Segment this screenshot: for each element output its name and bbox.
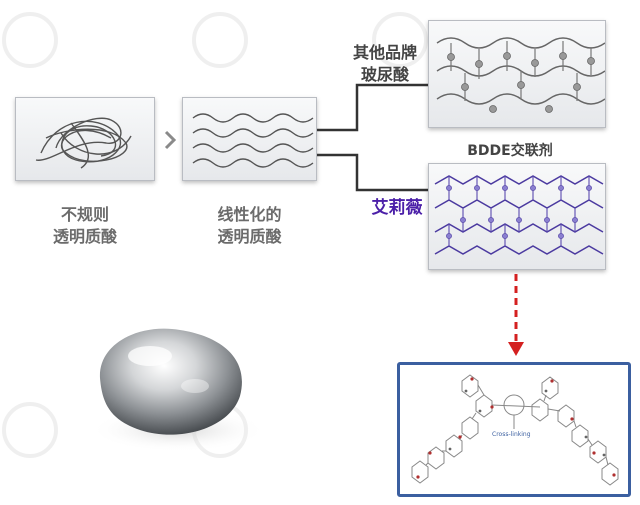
crosslinker-label: BDDE交联剂 xyxy=(467,143,553,159)
brand-network-panel xyxy=(428,163,606,270)
brand-label: 艾莉薇 xyxy=(371,198,423,218)
linear-ha-label: 线性化的 透明质酸 xyxy=(182,204,317,248)
branch-connector xyxy=(317,83,429,192)
label-line: 不规则 xyxy=(60,205,109,224)
tangled-strands-graphic xyxy=(35,117,132,169)
crosslinked-network-purple-graphic xyxy=(434,175,604,255)
gel-droplet-image xyxy=(90,328,266,452)
crosslinking-annotation: Cross-linking xyxy=(492,431,531,438)
molecule-graphic xyxy=(411,374,619,486)
label-line: 玻尿酸 xyxy=(360,65,409,84)
other-brand-label: 其他品牌 玻尿酸 xyxy=(340,42,430,86)
label-line: 透明质酸 xyxy=(217,227,282,246)
irregular-ha-label: 不规则 透明质酸 xyxy=(20,204,150,248)
wavy-strands-graphic xyxy=(192,113,314,168)
label-line: 线性化的 xyxy=(217,205,282,224)
arrow-down-icon xyxy=(508,274,524,356)
label-line: 透明质酸 xyxy=(52,227,117,246)
molecular-structure-panel: Cross-linking xyxy=(397,362,631,497)
chevron-right-icon xyxy=(164,130,177,150)
linear-ha-panel xyxy=(182,97,317,181)
watermark-logo xyxy=(2,402,58,458)
crosslinked-network-gray-graphic xyxy=(436,37,605,113)
label-line: 其他品牌 xyxy=(352,43,417,62)
other-brand-panel xyxy=(428,20,606,128)
irregular-ha-panel xyxy=(15,97,155,181)
watermark-logo xyxy=(192,12,248,68)
watermark-logo xyxy=(2,12,58,68)
